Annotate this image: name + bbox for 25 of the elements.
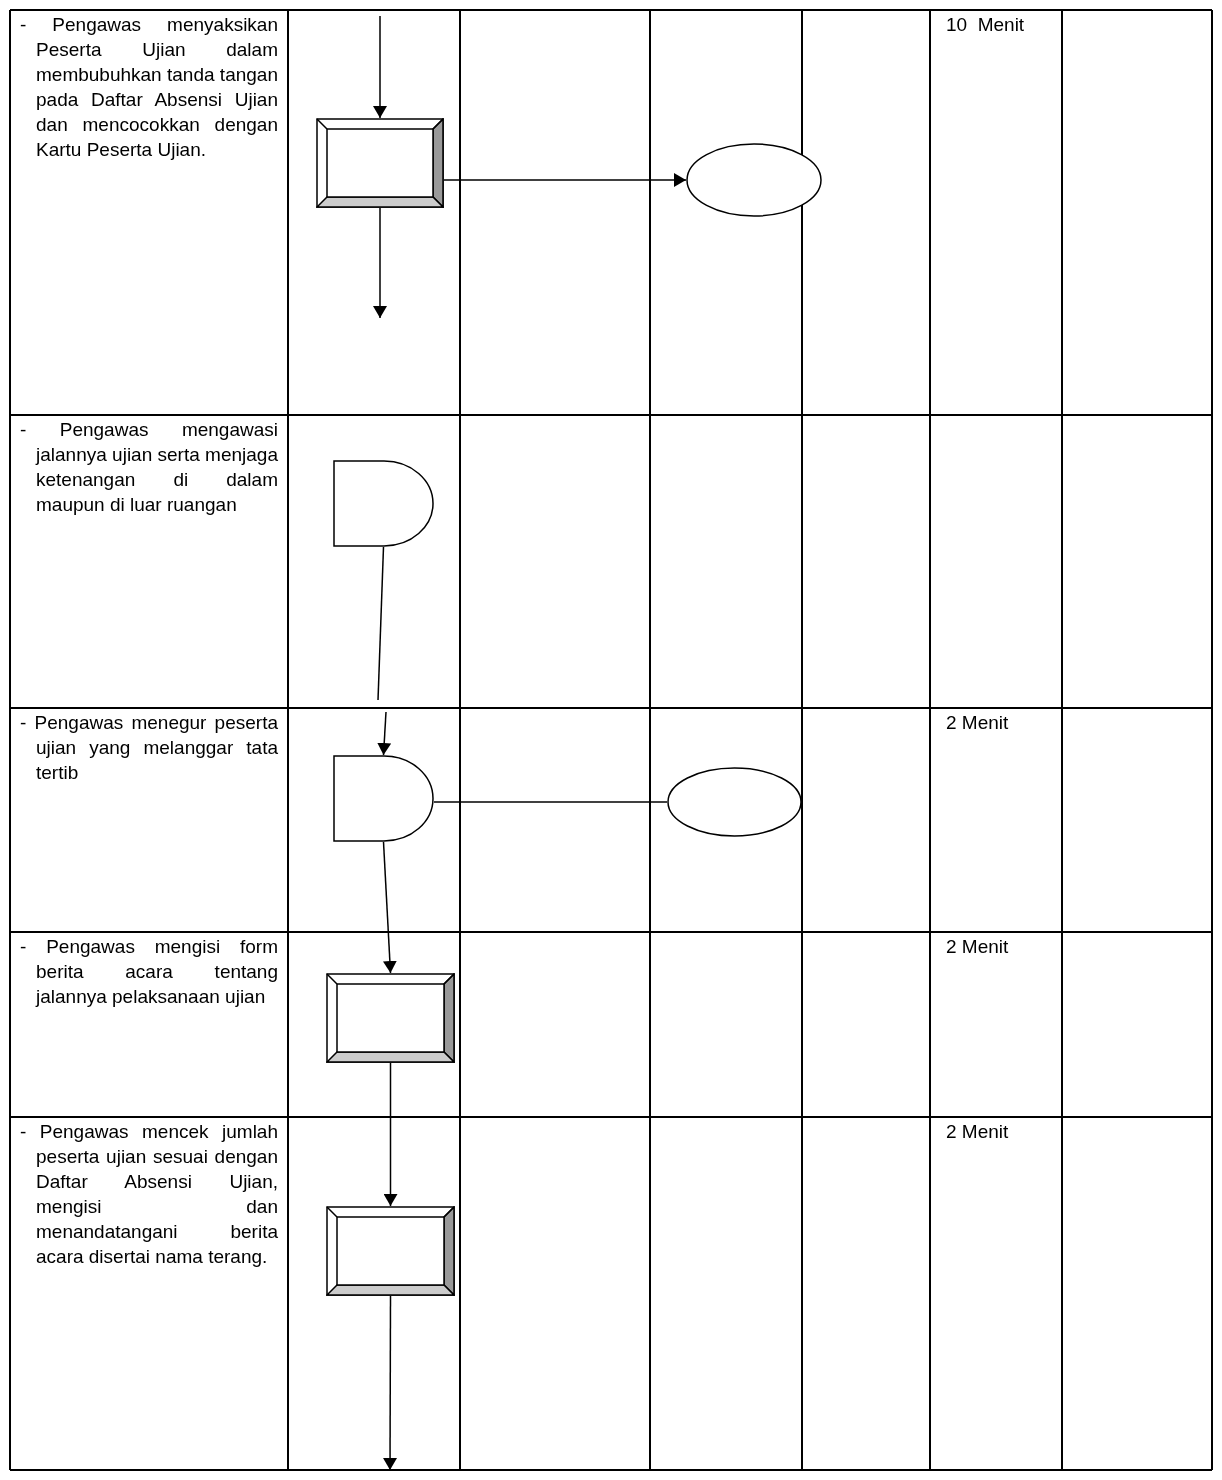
connector-line	[433, 801, 668, 803]
step-description: - Pengawas menyaksikan Peserta Ujian dalam membubuhkan tanda tangan pada Daftar Absensi Ujian dan mencocokkan dengan Kartu Peserta Ujian.	[19, 13, 279, 162]
arrow	[377, 711, 392, 756]
process-box	[326, 973, 455, 1063]
delay-shape	[333, 460, 434, 547]
terminal-ellipse	[686, 143, 822, 217]
duration-text: 2 Menit	[945, 935, 1010, 959]
step-description: - Pengawas mengawasi jalannya ujian serta menjaga ketenangan di dalam maupun di luar ruangan	[19, 418, 279, 517]
connector-line	[377, 546, 385, 701]
arrow	[373, 207, 387, 319]
arrow	[382, 841, 397, 974]
step-description: - Pengawas mencek jumlah peserta ujian sesuai dengan Daftar Absensi Ujian, mengisi dan menandatangani berita acara disertai nama terang.	[19, 1120, 279, 1269]
process-box	[316, 118, 444, 208]
step-description: - Pengawas mengisi form berita acara tentang jalannya pelaksanaan ujian	[19, 935, 279, 1009]
terminal-ellipse	[667, 767, 802, 837]
step-description: - Pengawas menegur peserta ujian yang melanggar tata tertib	[19, 711, 279, 785]
arrow	[383, 1295, 398, 1471]
arrow	[373, 15, 387, 119]
duration-text: 2 Menit	[945, 711, 1010, 735]
process-box	[326, 1206, 455, 1296]
duration-text: 2 Menit	[945, 1120, 1010, 1144]
delay-shape	[333, 755, 434, 842]
arrow	[443, 173, 687, 187]
duration-text: 10 Menit	[945, 13, 1026, 37]
arrow	[383, 1062, 398, 1207]
